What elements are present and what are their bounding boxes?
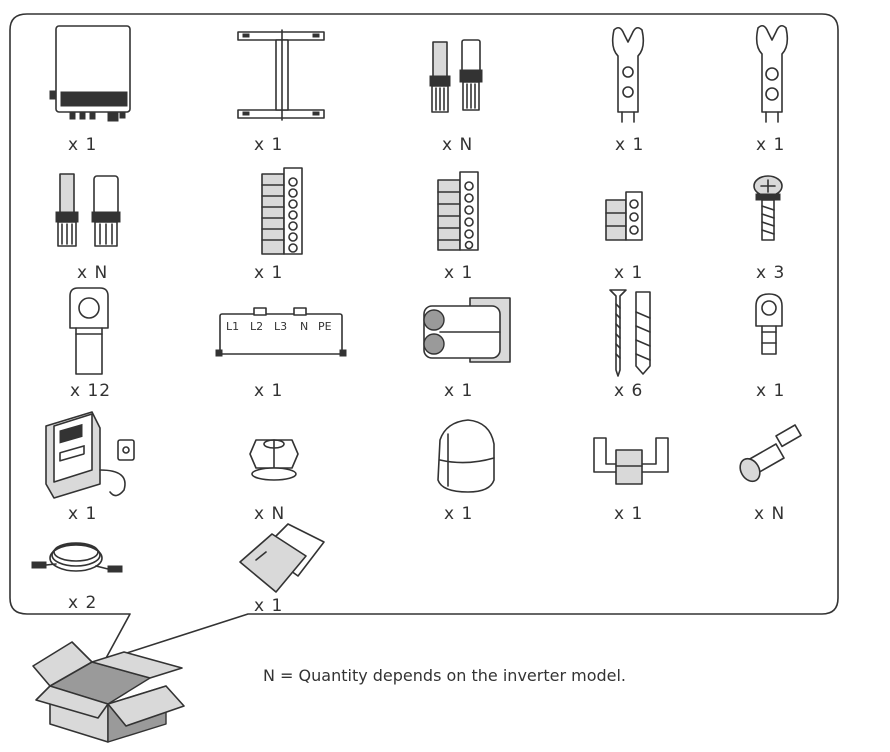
item-quantity: x 6 (614, 381, 644, 401)
cable-gland-housing-icon (423, 297, 511, 363)
item-quantity: x 2 (68, 593, 98, 613)
item-quantity: x 1 (614, 263, 644, 283)
terminal-block-7pin-icon (261, 167, 303, 255)
mounting-bracket-icon (237, 29, 325, 121)
item-quantity: x 1 (254, 135, 284, 155)
terminal-label: L3 (274, 320, 287, 333)
item-quantity: x 1 (68, 504, 98, 524)
pv-disconnect-tool-icon (611, 26, 645, 123)
item-quantity: x 1 (254, 596, 284, 616)
documents-icon (239, 523, 325, 593)
terminal-label: L1 (226, 320, 239, 333)
item-quantity: x N (754, 504, 786, 524)
ferrule-icon (739, 424, 802, 483)
item-quantity: x 1 (614, 504, 644, 524)
item-quantity: x 1 (444, 263, 474, 283)
terminal-block-3pin-icon (605, 191, 643, 241)
item-quantity: x 1 (254, 263, 284, 283)
protective-cap-icon (437, 419, 495, 493)
terminal-label: PE (318, 320, 332, 333)
ring-terminal-large-icon (69, 287, 109, 375)
clip-icon (593, 437, 669, 485)
communication-cable-icon (31, 542, 123, 573)
item-quantity: x 1 (444, 504, 474, 524)
terminal-label: L2 (250, 320, 263, 333)
expansion-bolt-icon (609, 289, 651, 377)
item-quantity: x 12 (70, 381, 112, 401)
item-quantity: x 1 (444, 381, 474, 401)
box-icon (32, 641, 185, 743)
item-quantity: x 1 (756, 135, 786, 155)
quantity-note: N = Quantity depends on the inverter mod… (263, 666, 627, 685)
nut-icon (249, 439, 299, 481)
smart-meter-icon (45, 411, 135, 499)
item-quantity: x 1 (254, 381, 284, 401)
item-quantity: x N (254, 504, 286, 524)
inverter-icon (49, 25, 131, 122)
terminal-label: N (300, 320, 308, 333)
screw-icon (753, 175, 783, 241)
pv-connector-pair-icon (55, 173, 121, 247)
item-quantity: x 1 (615, 135, 645, 155)
terminal-block-6pin-icon (437, 171, 479, 251)
item-quantity: x 1 (756, 381, 786, 401)
callout-frame (9, 13, 839, 661)
ring-terminal-small-icon (755, 293, 783, 355)
item-quantity: x N (442, 135, 474, 155)
item-quantity: x 3 (756, 263, 786, 283)
pv-connector-pair-icon (429, 39, 483, 113)
item-quantity: x N (77, 263, 109, 283)
ac-terminal-cover-icon: L1 L2 L3 N PE (215, 307, 347, 357)
pv-disconnect-tool-icon (755, 24, 789, 123)
item-quantity: x 1 (68, 135, 98, 155)
